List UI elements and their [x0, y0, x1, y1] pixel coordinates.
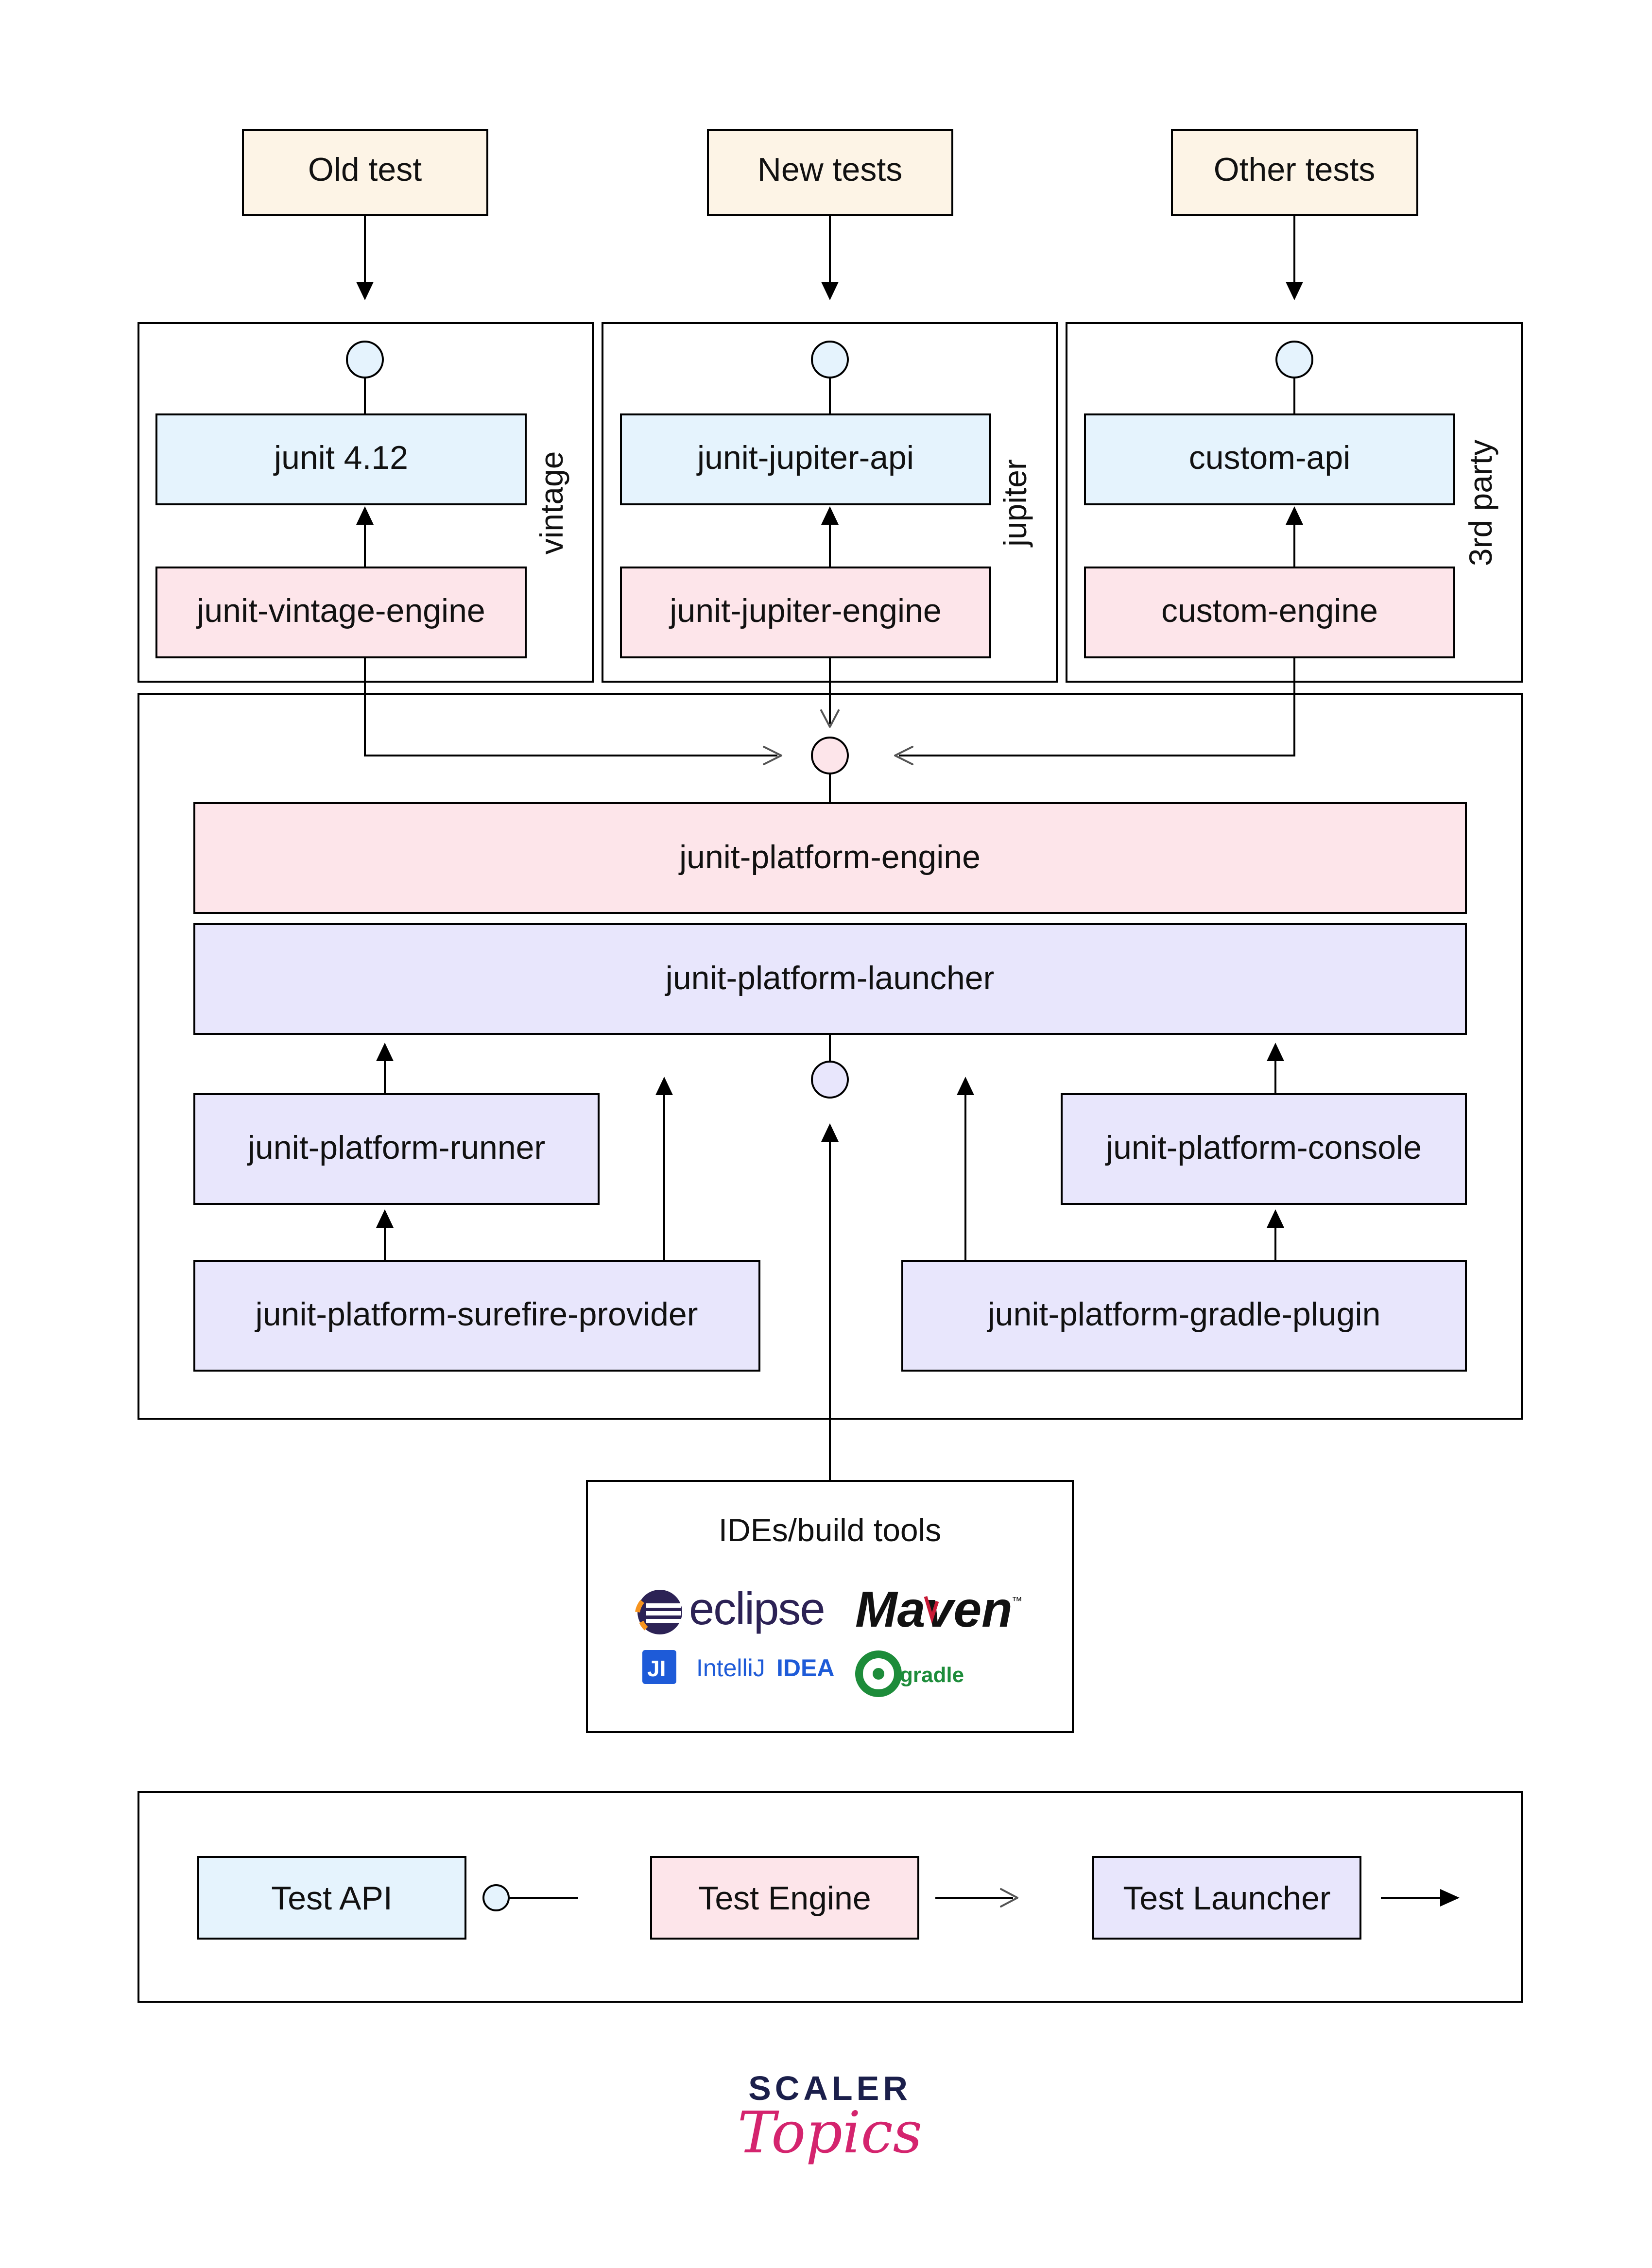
gradle-text: gradle — [900, 1663, 964, 1687]
custom-engine-connector — [899, 657, 1295, 756]
legend: Test API Test Engine Test Launcher — [138, 1791, 1523, 2003]
platform-engine-node: junit-platform-engine — [193, 802, 1467, 914]
junit-jupiter-engine-box — [620, 567, 991, 658]
engine-connectors — [364, 657, 1295, 765]
platform-arrows — [376, 1043, 1284, 1481]
eclipse-logo: eclipse — [635, 1583, 826, 1634]
platform-launcher-node: junit-platform-launcher — [193, 923, 1467, 1035]
platform-surefire-node: junit-platform-surefire-provider — [193, 1260, 760, 1372]
custom-engine-box — [1084, 567, 1455, 658]
brand-line1: SCALER — [748, 2069, 912, 2107]
vintage-side-label: vintage — [533, 451, 569, 555]
scaler-topics-logo: SCALER Topics — [738, 2069, 923, 2166]
junit-vintage-engine-box — [155, 567, 527, 658]
other-tests-label: Other tests — [1214, 151, 1376, 188]
legend-launcher-label: Test Launcher — [1123, 1880, 1330, 1917]
maven-logo: Maven ™ — [855, 1581, 1022, 1638]
custom-engine-label: custom-engine — [1161, 592, 1378, 629]
api-interface-circle — [346, 341, 384, 378]
intellij-logo: JI IntelliJ IDEA — [642, 1650, 834, 1684]
custom-api-box — [1084, 413, 1455, 505]
legend-api-label: Test API — [271, 1880, 392, 1917]
platform-runner-label: junit-platform-runner — [247, 1129, 545, 1166]
brand-line2: Topics — [738, 2099, 923, 2166]
old-test-label: Old test — [308, 151, 422, 188]
launcher-interface-circle — [811, 1061, 849, 1099]
eclipse-text: eclipse — [689, 1583, 825, 1634]
junit-jupiter-api-label: junit-jupiter-api — [696, 439, 914, 476]
legend-engine-box — [650, 1856, 919, 1940]
ide-build-tools-node: IDEs/build tools eclipse Maven ™ JI Inte… — [586, 1480, 1074, 1733]
ide-build-tools-title: IDEs/build tools — [719, 1512, 942, 1548]
intellij-text-prefix: IntelliJ — [696, 1654, 765, 1682]
junit-412-box — [155, 413, 527, 505]
api-interface-circle — [811, 341, 849, 378]
input-arrows — [356, 215, 1303, 300]
new-tests-node: New tests — [707, 129, 953, 216]
platform-launcher-label: junit-platform-launcher — [665, 960, 995, 997]
old-test-node: Old test — [242, 129, 488, 216]
third-party-contents: custom-api custom-engine 3rd party — [1084, 341, 1498, 658]
jupiter-side-label: jupiter — [997, 459, 1033, 548]
arrowhead — [356, 282, 374, 300]
intellij-text-suffix: IDEA — [776, 1654, 834, 1682]
legend-api-box — [197, 1856, 466, 1940]
platform-runner-node: junit-platform-runner — [193, 1093, 600, 1205]
intellij-icon — [642, 1650, 676, 1684]
new-tests-label: New tests — [757, 151, 903, 188]
api-interface-circle — [1275, 341, 1313, 378]
junit-412-label: junit 4.12 — [273, 439, 408, 476]
platform-console-label: junit-platform-console — [1105, 1129, 1422, 1166]
platform-gradle-label: junit-platform-gradle-plugin — [987, 1296, 1381, 1333]
gradle-logo: gradle — [855, 1650, 964, 1697]
junit-jupiter-api-box — [620, 413, 991, 505]
legend-engine-label: Test Engine — [698, 1880, 871, 1917]
legend-frame — [138, 1791, 1523, 2003]
arrowhead — [821, 282, 839, 300]
custom-api-label: custom-api — [1189, 439, 1351, 476]
junit-vintage-engine-label: junit-vintage-engine — [196, 592, 485, 629]
legend-launcher-box — [1092, 1856, 1361, 1940]
platform-console-node: junit-platform-console — [1061, 1093, 1467, 1205]
vintage-engine-connector — [364, 657, 777, 756]
maven-feather-icon — [924, 1596, 939, 1624]
platform-gradle-node: junit-platform-gradle-plugin — [901, 1260, 1467, 1372]
platform-engine-label: junit-platform-engine — [678, 839, 981, 876]
intellij-badge-text: JI — [647, 1656, 666, 1681]
junit-jupiter-engine-label: junit-jupiter-engine — [669, 592, 941, 629]
arrowhead — [1286, 282, 1303, 300]
gradle-icon — [855, 1650, 902, 1697]
jupiter-contents: junit-jupiter-api junit-jupiter-engine j… — [620, 341, 1033, 658]
platform-surefire-label: junit-platform-surefire-provider — [255, 1296, 698, 1333]
engine-interface-circle — [811, 737, 849, 774]
vintage-contents: junit 4.12 junit-vintage-engine vintage — [155, 341, 569, 658]
maven-trademark: ™ — [1012, 1595, 1022, 1607]
legend-api-symbol — [482, 1884, 510, 1911]
other-tests-node: Other tests — [1171, 129, 1418, 216]
third-party-side-label: 3rd party — [1463, 440, 1498, 566]
